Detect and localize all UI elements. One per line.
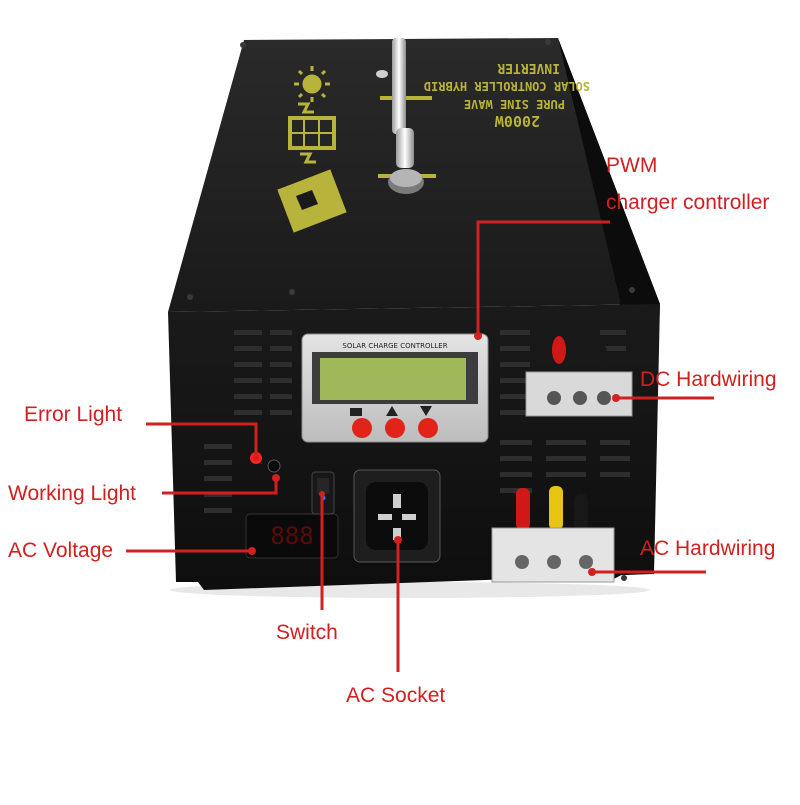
charger-controller-label: charger controller <box>606 191 770 214</box>
product-line-3: SOLAR CONTROLLER HYBRID <box>424 79 590 93</box>
product-line-1: 2000W <box>494 112 540 130</box>
controller-button-3[interactable] <box>418 418 438 438</box>
voltage-display <box>245 513 339 559</box>
socket-holes <box>378 494 416 540</box>
working-light <box>267 459 281 473</box>
handle-mount <box>376 70 388 78</box>
product-name-print: 2000W PURE SINE WAVE SOLAR CONTROLLER HY… <box>424 60 590 130</box>
working-light-label: Working Light <box>8 482 137 505</box>
dc-black-cable <box>593 342 607 366</box>
voltage-readout: 888 <box>270 522 313 550</box>
switch-rocker[interactable] <box>317 478 329 494</box>
pwm-leader <box>476 220 610 336</box>
controller-button-1[interactable] <box>352 418 372 438</box>
charge-controller-panel: SOLAR CHARGE CONTROLLER <box>301 333 489 443</box>
flow-arrow-icon <box>298 102 314 114</box>
carry-handle[interactable] <box>392 38 406 134</box>
vent-slots <box>204 330 630 513</box>
product-line-2: PURE SINE WAVE <box>464 97 565 111</box>
dc-red-cable <box>552 336 566 364</box>
solar-panel-icon <box>288 116 336 150</box>
ac-socket-label: AC Socket <box>346 684 446 707</box>
dc-terminal-cover <box>525 371 633 417</box>
working-light-leader <box>162 478 278 495</box>
button-icon-1 <box>350 408 362 416</box>
lcd-screen <box>320 358 466 400</box>
callout-dots <box>248 332 620 576</box>
switch-label: Switch <box>276 621 338 644</box>
up-triangle-icon <box>386 406 398 416</box>
flow-arrow-icon <box>300 152 316 164</box>
ac-voltage-label: AC Voltage <box>8 539 114 562</box>
error-light-label: Error Light <box>24 403 123 426</box>
handle-post <box>396 128 414 168</box>
dc-hardwiring-label: DC Hardwiring <box>640 368 777 391</box>
ac-hardwiring-label: AC Hardwiring <box>640 537 776 560</box>
error-light-leader <box>146 422 258 456</box>
ac-terminal-cover <box>491 527 615 583</box>
panel-title: SOLAR CHARGE CONTROLLER <box>342 342 447 350</box>
ac-socket-face <box>366 482 428 550</box>
ac-black-cable <box>574 494 588 530</box>
battery-icon <box>277 169 347 233</box>
dc-terminal-block <box>525 336 633 417</box>
ac-yellow-cable <box>549 486 563 530</box>
sun-icon <box>294 66 330 102</box>
down-triangle-icon <box>420 406 432 416</box>
ac-red-cable <box>516 488 530 530</box>
product-line-4: INVERTER <box>497 60 560 75</box>
pwm-label: PWM <box>606 154 658 177</box>
controller-button-2[interactable] <box>385 418 405 438</box>
handle-base-ring <box>390 169 422 187</box>
callout-lines <box>126 220 714 672</box>
screws <box>187 39 635 581</box>
